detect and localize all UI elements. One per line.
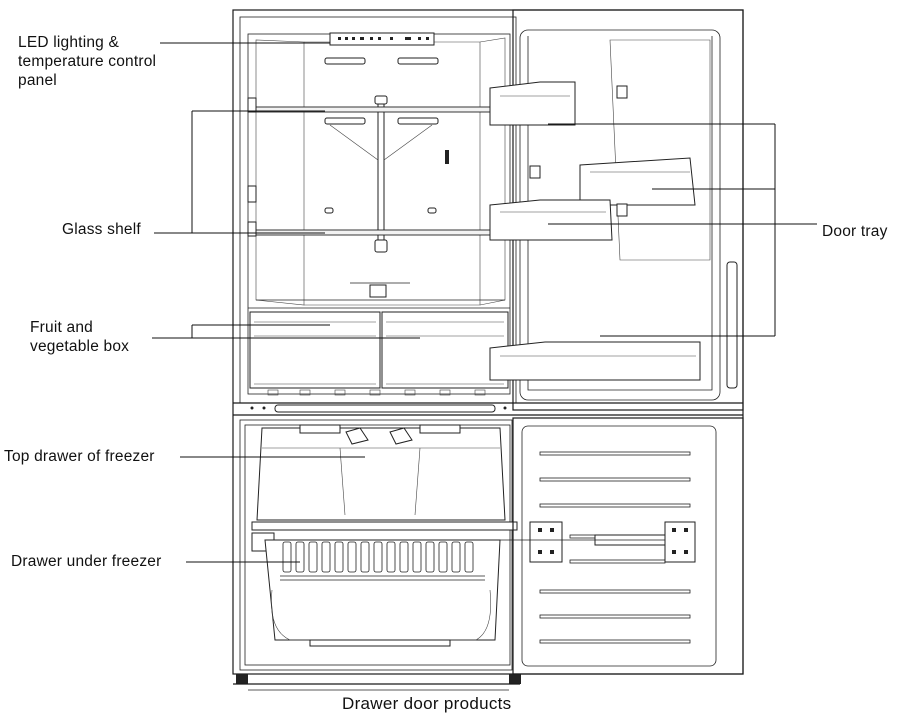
fresh-food-compartment bbox=[247, 32, 511, 396]
label-top-drawer: Top drawer of freezer bbox=[4, 448, 155, 465]
label-glass-shelf: Glass shelf bbox=[62, 221, 141, 238]
label-led-panel: LED lighting & temperature control panel bbox=[18, 34, 157, 89]
drawer-rail bbox=[250, 404, 507, 413]
freezer-compartment bbox=[244, 424, 518, 666]
label-drawer-under-freezer: Drawer under freezer bbox=[11, 553, 162, 570]
figure-caption: Drawer door products bbox=[342, 694, 512, 713]
leader-lines bbox=[152, 42, 817, 563]
label-door-tray: Door tray bbox=[822, 223, 888, 240]
fridge-door bbox=[489, 9, 744, 411]
label-fruit-vegetable-box: Fruit and vegetable box bbox=[30, 319, 130, 355]
freezer-door bbox=[430, 417, 744, 675]
